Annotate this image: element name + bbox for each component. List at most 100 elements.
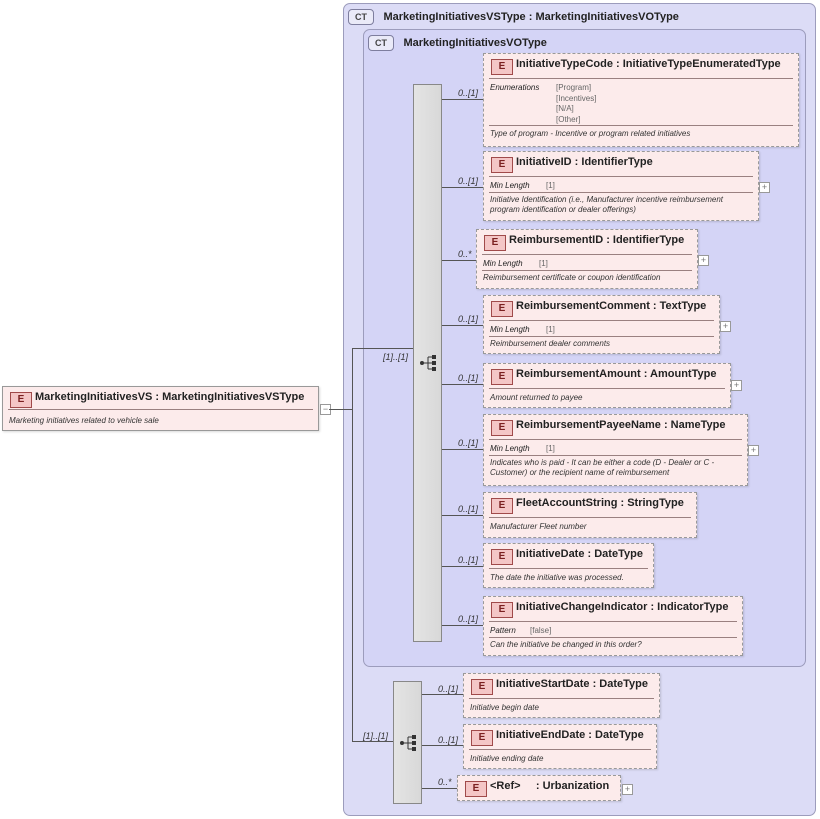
connector-line	[442, 260, 476, 261]
element-description: Initiative begin date	[470, 703, 539, 712]
element-cardinality: 0..*	[458, 249, 472, 259]
element-fleet-account-string[interactable]: E FleetAccountString : StringType Manufa…	[483, 492, 697, 538]
facet-value: [1]	[546, 444, 555, 453]
ct-inner-header: CT MarketingInitiativesVOType	[368, 33, 547, 51]
element-reimbursement-id[interactable]: E ReimbursementID : IdentifierType Min L…	[476, 229, 698, 289]
element-title: FleetAccountString : StringType	[516, 497, 684, 509]
element-title: InitiativeID : IdentifierType	[516, 156, 653, 168]
divider	[489, 125, 793, 126]
facet-label: Pattern	[490, 626, 516, 635]
element-initiative-change-indicator[interactable]: E InitiativeChangeIndicator : IndicatorT…	[483, 596, 743, 656]
element-description: Type of program - Incentive or program r…	[490, 129, 691, 138]
divider	[489, 78, 793, 79]
element-description: Can the initiative be changed in this or…	[490, 640, 642, 649]
connector-line	[442, 449, 483, 450]
element-cardinality: 0..[1]	[458, 314, 479, 324]
element-cardinality: 0..[1]	[458, 88, 479, 98]
sequence-icon	[420, 355, 436, 371]
element-description: The date the initiative was processed.	[490, 573, 624, 582]
facet-label: Min Length	[490, 325, 530, 334]
complex-type-icon: CT	[348, 9, 374, 25]
ct-outer-title: MarketingInitiativesVSType : MarketingIn…	[383, 11, 679, 23]
expand-icon[interactable]: +	[731, 380, 742, 391]
divider	[489, 320, 714, 321]
element-ref-urbanization[interactable]: E <Ref> : Urbanization	[457, 775, 621, 801]
element-icon: E	[491, 549, 513, 565]
root-description: Marketing initiatives related to vehicle…	[9, 416, 159, 425]
element-icon: E	[491, 157, 513, 173]
connector-line	[352, 348, 413, 349]
facet-label: Enumerations	[490, 83, 540, 92]
element-title: InitiativeEndDate : DateType	[496, 729, 644, 741]
expand-icon[interactable]: +	[698, 255, 709, 266]
element-title: <Ref> : Urbanization	[490, 780, 610, 792]
element-initiative-type-code[interactable]: E InitiativeTypeCode : InitiativeTypeEnu…	[483, 53, 799, 147]
element-title: ReimbursementComment : TextType	[516, 300, 707, 312]
divider	[489, 192, 753, 193]
sequence2-cardinality: [1]..[1]	[363, 731, 389, 741]
element-cardinality: 0..[1]	[458, 176, 479, 186]
connector-line	[442, 566, 483, 567]
connector-line	[422, 694, 463, 695]
element-icon: E	[471, 679, 493, 695]
element-title: InitiativeTypeCode : InitiativeTypeEnume…	[516, 58, 781, 70]
connector-line	[352, 348, 353, 742]
element-reimbursement-comment[interactable]: E ReimbursementComment : TextType Min Le…	[483, 295, 720, 354]
expand-icon[interactable]: +	[622, 784, 633, 795]
element-initiative-start-date[interactable]: E InitiativeStartDate : DateType Initiat…	[463, 673, 660, 718]
divider	[8, 409, 313, 410]
element-cardinality: 0..[1]	[458, 555, 479, 565]
element-description: Reimbursement dealer comments	[490, 339, 611, 348]
element-title: InitiativeStartDate : DateType	[496, 678, 649, 690]
connector-line	[422, 745, 463, 746]
sequence1-cardinality: [1]..[1]	[383, 352, 409, 362]
facet-values: [Program] [Incentives] [N/A] [Other]	[556, 83, 596, 125]
expand-icon[interactable]: +	[720, 321, 731, 332]
element-icon: E	[491, 59, 513, 75]
element-cardinality: 0..[1]	[458, 504, 479, 514]
element-description: Reimbursement certificate or coupon iden…	[483, 273, 661, 282]
connector-line	[442, 384, 483, 385]
element-title: InitiativeChangeIndicator : IndicatorTyp…	[516, 601, 729, 613]
facet-label: Min Length	[483, 259, 523, 268]
element-reimbursement-amount[interactable]: E ReimbursementAmount : AmountType Amoun…	[483, 363, 731, 408]
divider	[489, 388, 725, 389]
element-icon: E	[491, 498, 513, 514]
facet-label: Min Length	[490, 181, 530, 190]
element-cardinality: 0..[1]	[438, 684, 459, 694]
element-title: InitiativeDate : DateType	[516, 548, 643, 560]
element-initiative-id[interactable]: E InitiativeID : IdentifierType Min Leng…	[483, 151, 759, 221]
connector-line	[442, 99, 483, 100]
element-description: Indicates who is paid - It can be either…	[490, 458, 715, 477]
expand-icon[interactable]: +	[759, 182, 770, 193]
connector-line	[442, 625, 483, 626]
root-element-box[interactable]: E MarketingInitiativesVS : MarketingInit…	[2, 386, 319, 431]
divider	[469, 749, 651, 750]
divider	[489, 176, 753, 177]
expand-icon[interactable]: +	[748, 445, 759, 456]
element-description: Initiative Identification (i.e., Manufac…	[490, 195, 723, 214]
element-cardinality: 0..*	[438, 777, 452, 787]
divider	[489, 455, 742, 456]
connector-line	[442, 325, 483, 326]
connector-line	[352, 741, 393, 742]
connector-line	[442, 187, 483, 188]
divider	[469, 698, 654, 699]
connector-line	[422, 788, 457, 789]
enum-value: [Other]	[556, 114, 581, 124]
divider	[489, 637, 737, 638]
sequence-icon	[400, 735, 416, 751]
enum-value: [N/A]	[556, 104, 574, 113]
element-reimbursement-payee-name[interactable]: E ReimbursementPayeeName : NameType Min …	[483, 414, 748, 486]
element-description: Amount returned to payee	[490, 393, 583, 402]
divider	[489, 568, 648, 569]
facet-value: [1]	[546, 325, 555, 334]
element-initiative-date[interactable]: E InitiativeDate : DateType The date the…	[483, 543, 654, 588]
complex-type-icon: CT	[368, 35, 394, 51]
divider	[489, 621, 737, 622]
element-cardinality: 0..[1]	[438, 735, 459, 745]
element-description: Manufacturer Fleet number	[490, 522, 587, 531]
element-initiative-end-date[interactable]: E InitiativeEndDate : DateType Initiativ…	[463, 724, 657, 769]
divider	[482, 270, 692, 271]
divider	[489, 517, 691, 518]
